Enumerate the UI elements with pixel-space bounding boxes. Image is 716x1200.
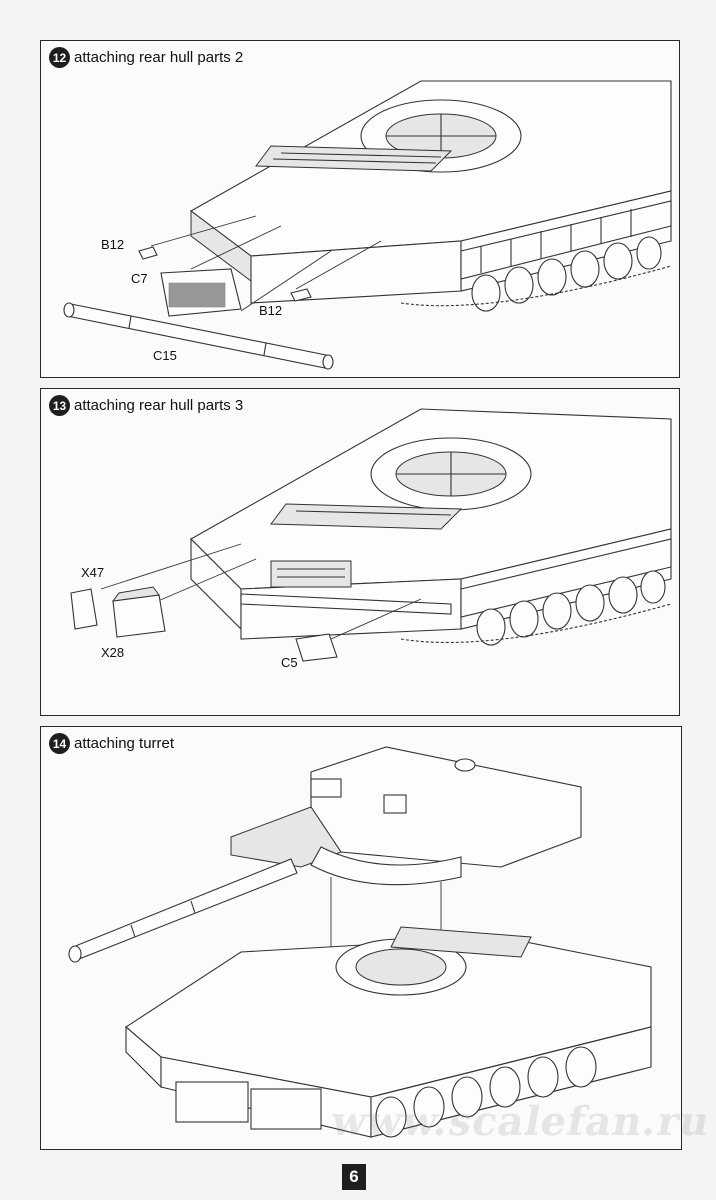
part-label-b12-right: B12 bbox=[259, 303, 283, 318]
step-12-number: 12 bbox=[49, 47, 70, 68]
part-label-x28: X28 bbox=[101, 645, 125, 660]
step-14-title: attaching turret bbox=[74, 735, 175, 752]
step-13-panel: 13 attaching rear hull parts 3 X47 X28 C… bbox=[40, 388, 680, 716]
step-14-header: 14 attaching turret bbox=[49, 733, 174, 754]
step-12-panel: 12 attaching rear hull parts 2 B12 C7 B1… bbox=[40, 40, 680, 378]
road-wheels bbox=[476, 570, 666, 646]
part-c7 bbox=[160, 268, 242, 317]
step-13-number: 13 bbox=[49, 395, 70, 416]
part-c15 bbox=[63, 302, 334, 370]
step-13-header: 13 attaching rear hull parts 3 bbox=[49, 395, 243, 416]
turret bbox=[230, 746, 582, 886]
engine-deck-grille bbox=[255, 145, 453, 172]
page-number: 6 bbox=[342, 1164, 366, 1190]
watermark: www.scalefan.ru bbox=[327, 1098, 715, 1145]
part-label-c7: C7 bbox=[131, 271, 148, 286]
step-14-illustration bbox=[68, 746, 652, 1138]
step-12-illustration bbox=[63, 80, 672, 370]
part-label-x47: X47 bbox=[81, 565, 105, 580]
step-12-title: attaching rear hull parts 2 bbox=[74, 49, 244, 66]
engine-deck-grille bbox=[270, 503, 463, 530]
part-label-b12-left: B12 bbox=[101, 237, 125, 252]
part-x47 bbox=[70, 588, 98, 630]
part-label-c5: C5 bbox=[281, 655, 298, 670]
part-c5 bbox=[295, 633, 338, 662]
step-13-title: attaching rear hull parts 3 bbox=[74, 397, 244, 414]
step-12-header: 12 attaching rear hull parts 2 bbox=[49, 47, 243, 68]
part-label-c15: C15 bbox=[153, 348, 177, 363]
step-14-panel: 14 attaching turret bbox=[40, 726, 682, 1150]
part-x28 bbox=[111, 586, 166, 638]
gun-barrel bbox=[68, 858, 298, 963]
road-wheels bbox=[375, 1046, 597, 1138]
step-13-illustration bbox=[70, 408, 672, 662]
step-14-number: 14 bbox=[49, 733, 70, 754]
